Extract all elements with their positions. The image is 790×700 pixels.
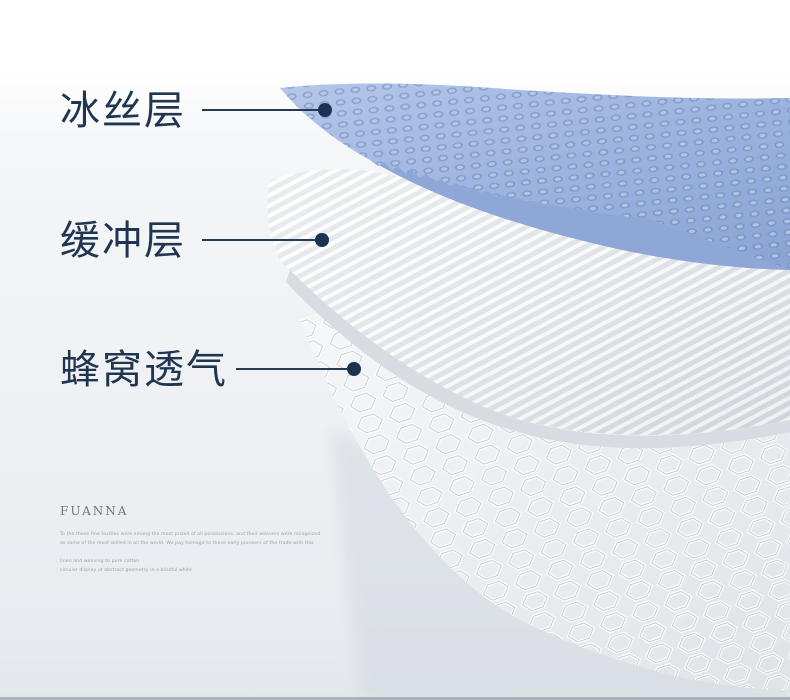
ice-silk-marker-dot <box>318 103 332 117</box>
brand-copy-line-4: circular display of abstract geometry in… <box>60 568 192 573</box>
bottom-divider <box>0 697 790 700</box>
ice-silk-layer <box>280 83 790 271</box>
brand-name: FUANNA <box>60 504 129 518</box>
ice-silk-leader-line <box>202 109 322 111</box>
cushion-rib-layer <box>267 169 790 449</box>
brand-copy-line-2: as some of the most skilled in all the w… <box>60 541 314 546</box>
cushion-layer-label: 缓冲层 <box>60 218 186 264</box>
ice-silk-layer-label: 冰丝层 <box>60 88 186 134</box>
cushion-marker-dot <box>315 233 329 247</box>
brand-copy-line-1: To the these fine textiles were among th… <box>60 532 321 537</box>
honeycomb-mesh-layer <box>300 306 790 690</box>
honeycomb-leader-line <box>236 368 354 370</box>
cushion-leader-line <box>202 239 320 241</box>
honeycomb-marker-dot <box>347 362 361 376</box>
brand-copy-line-3: linen and weaving to pure cotton <box>60 559 140 564</box>
honeycomb-layer-label: 蜂窝透气 <box>60 347 228 393</box>
